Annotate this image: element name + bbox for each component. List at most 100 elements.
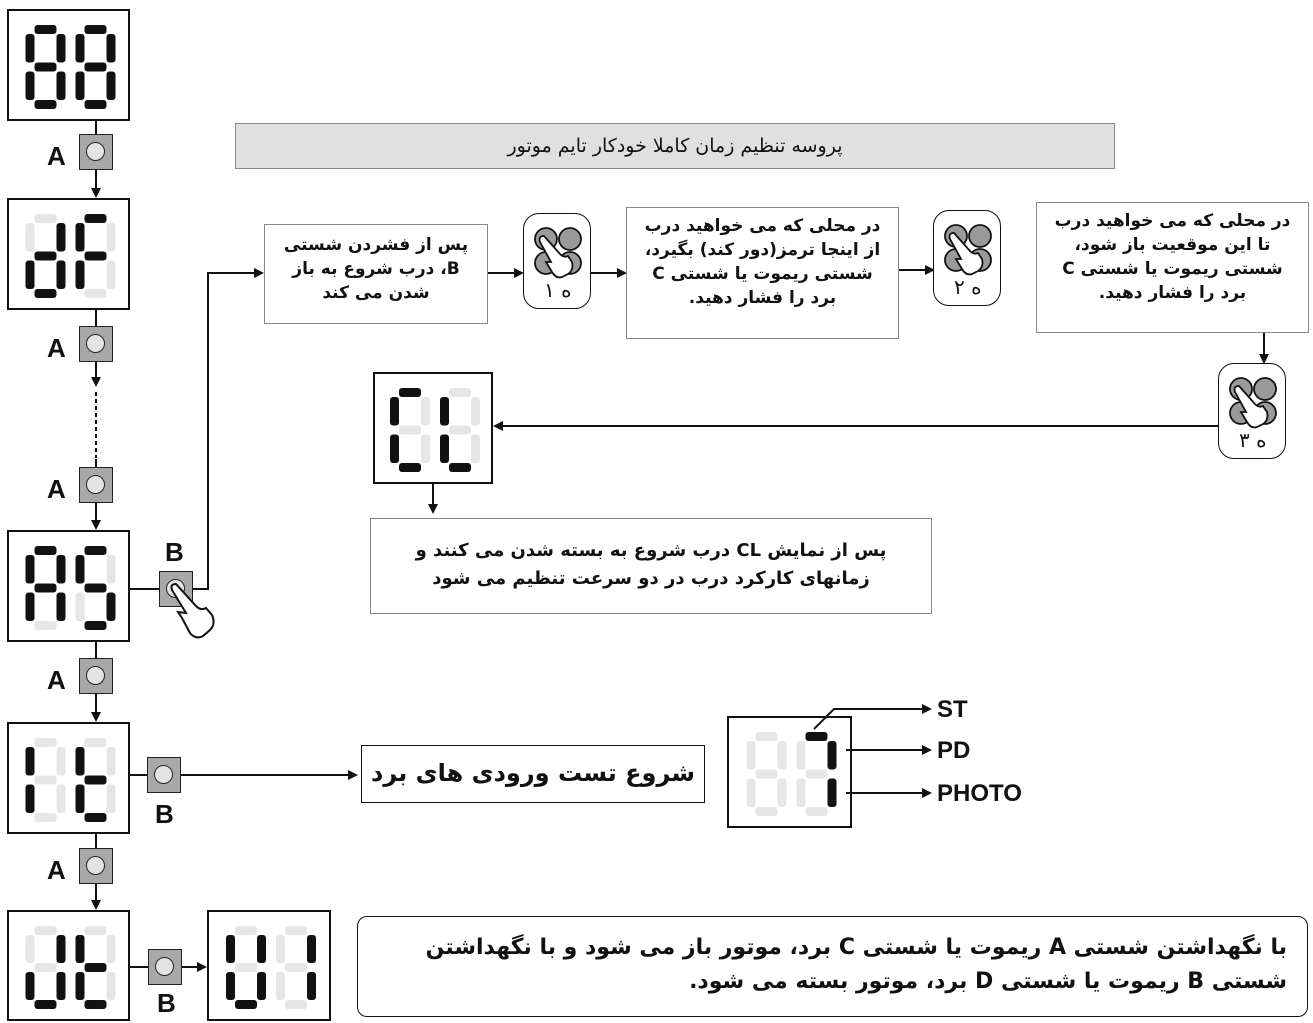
segment-d — [84, 100, 107, 109]
remote-step-number: ۲ ه — [954, 275, 982, 299]
segment-g — [235, 963, 257, 972]
segment-b — [106, 555, 116, 584]
segment-f — [25, 223, 35, 252]
segment-e — [25, 972, 35, 1000]
segment-a — [449, 388, 471, 397]
segment-f — [25, 34, 35, 63]
segment-d — [34, 289, 57, 298]
display-cl-digits — [390, 388, 480, 472]
segment-b — [106, 935, 116, 963]
finger-pointer-icon — [948, 232, 984, 276]
segment-d — [84, 813, 107, 822]
signal-st: ST — [937, 696, 968, 723]
remote-step-number: ۳ ه — [1239, 428, 1267, 452]
segment-a — [34, 926, 57, 935]
display-all-segments-digits — [25, 25, 116, 109]
finger-pointer-icon — [538, 235, 574, 279]
segment-e — [25, 260, 35, 289]
segment-b — [56, 34, 66, 63]
segment-a — [755, 732, 778, 741]
segment-f — [25, 935, 35, 963]
segment-d — [34, 1000, 57, 1009]
segment-d — [34, 100, 57, 109]
button-a-label: A — [47, 333, 66, 363]
remote-step-number: ۱ ه — [544, 278, 572, 302]
page-title: پروسه تنظیم زمان کاملا خودکار تایم موتور — [235, 123, 1115, 169]
segment-e — [25, 592, 35, 621]
segment-b — [56, 747, 66, 776]
button-a-circle — [86, 475, 105, 494]
segment-c — [827, 778, 837, 807]
button-a-label: A — [47, 474, 66, 504]
segment-e — [75, 784, 85, 813]
display-u1 — [207, 910, 331, 1021]
segment-g — [84, 62, 107, 72]
button-b[interactable] — [147, 757, 181, 793]
button-a-circle — [86, 142, 105, 161]
segment-g — [755, 769, 778, 779]
segment-a — [34, 214, 57, 223]
button-a[interactable] — [79, 134, 113, 170]
segment-b — [56, 223, 66, 252]
remote-buttons-icon — [534, 227, 582, 279]
segment-d — [34, 621, 57, 630]
cl-note: پس از نمایش CL درب شروع به بسته شدن می ک… — [370, 518, 932, 614]
remote-buttons-icon — [944, 224, 992, 276]
display-it-digits — [25, 738, 116, 822]
button-a[interactable] — [79, 467, 113, 503]
segment-c — [106, 592, 116, 621]
step-brake-point: در محلی که می خواهید درب از اینجا ترمز(د… — [626, 207, 899, 339]
button-a[interactable] — [79, 848, 113, 884]
segment-e — [796, 778, 806, 807]
segment-c — [471, 434, 480, 463]
segment-e — [390, 434, 399, 463]
button-a-circle — [86, 666, 105, 685]
finger-pointer-icon — [1233, 385, 1269, 429]
remote-buttons-icon — [1229, 377, 1277, 429]
button-b-label: B — [165, 537, 184, 567]
segment-f — [75, 223, 85, 252]
segment-c — [106, 784, 116, 813]
segment-g — [399, 425, 421, 435]
segment-g — [84, 963, 107, 972]
segment-a — [805, 732, 828, 741]
segment-f — [25, 747, 35, 776]
segment-d — [449, 463, 471, 472]
segment-f — [75, 34, 85, 63]
segment-a — [84, 214, 107, 223]
display-df-digits — [25, 214, 116, 298]
display-cl — [373, 372, 493, 484]
segment-f — [75, 555, 85, 584]
segment-c — [106, 260, 116, 289]
segment-b — [827, 741, 837, 770]
segment-a — [399, 388, 421, 397]
segment-a — [84, 546, 107, 555]
segment-d — [399, 463, 421, 472]
segment-e — [75, 260, 85, 289]
segment-f — [276, 935, 285, 963]
segment-c — [106, 972, 116, 1000]
display-it — [7, 722, 130, 834]
button-b-circle — [155, 957, 174, 976]
segment-d — [235, 1000, 257, 1009]
segment-f — [390, 397, 399, 426]
display-jt-digits — [25, 926, 116, 1009]
segment-a — [34, 738, 57, 747]
segment-g — [34, 251, 57, 261]
button-a[interactable] — [79, 658, 113, 694]
button-a-label: A — [47, 141, 66, 171]
finger-pointer-icon — [170, 582, 215, 639]
button-a[interactable] — [79, 326, 113, 362]
segment-f — [440, 397, 449, 426]
segment-e — [25, 784, 35, 813]
segment-a — [34, 25, 57, 34]
remote-step-1: ۱ ه — [523, 213, 591, 309]
display-as — [7, 530, 130, 642]
display-u1-digits — [226, 926, 316, 1009]
segment-c — [56, 592, 66, 621]
button-a-circle — [86, 856, 105, 875]
segment-e — [25, 71, 35, 100]
button-a-label: A — [47, 665, 66, 695]
button-b[interactable] — [148, 949, 182, 985]
